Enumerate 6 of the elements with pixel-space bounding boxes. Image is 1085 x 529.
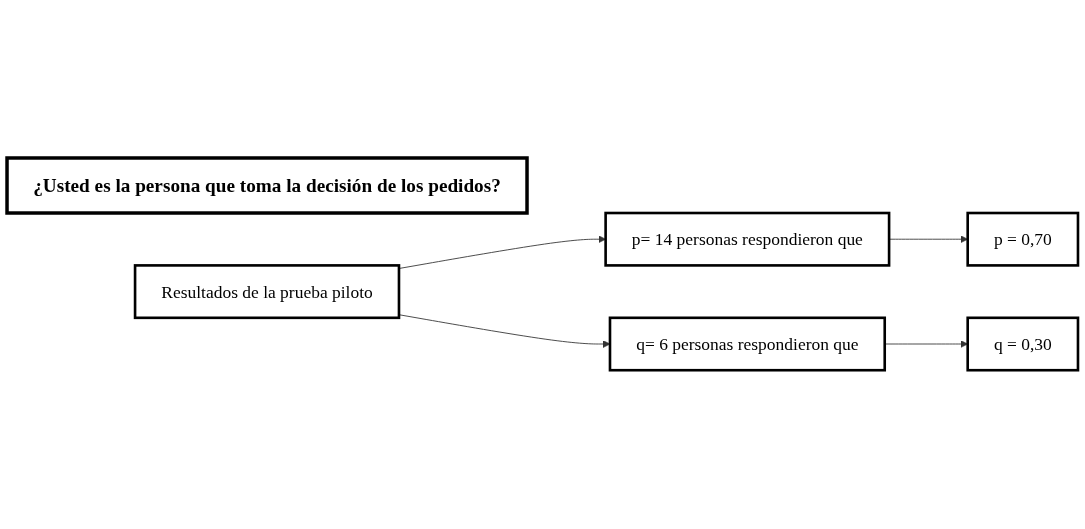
node-box: q = 0,30 bbox=[966, 316, 1080, 372]
node-box: p= 14 personas respondieron que bbox=[604, 212, 891, 268]
node-box: ¿Usted es la persona que toma la decisión de los pedidos? bbox=[5, 156, 529, 216]
node-box: q= 6 personas respondieron que bbox=[608, 316, 887, 372]
node-box: p = 0,70 bbox=[966, 212, 1080, 268]
node-box: Resultados de la prueba piloto bbox=[133, 264, 401, 320]
